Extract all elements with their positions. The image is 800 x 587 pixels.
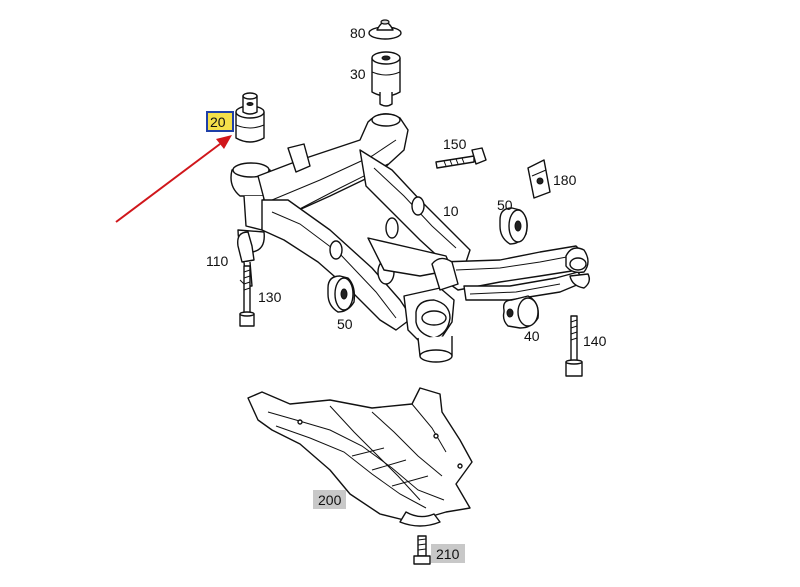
svg-text:50: 50 (337, 316, 353, 332)
svg-text:50: 50 (497, 197, 513, 213)
callout-50-center[interactable]: 50 (337, 316, 353, 332)
svg-text:80: 80 (350, 25, 366, 41)
part-210-screw[interactable] (413, 535, 431, 565)
callout-210[interactable]: 210 (431, 544, 465, 563)
part-180-clip[interactable] (527, 159, 551, 199)
part-10-subframe[interactable] (230, 113, 591, 363)
svg-text:40: 40 (524, 328, 540, 344)
part-50-bushing-center[interactable] (327, 275, 356, 313)
part-130-bolt[interactable] (239, 265, 255, 327)
svg-text:140: 140 (583, 333, 607, 349)
svg-text:110: 110 (206, 253, 229, 269)
callout-180[interactable]: 180 (553, 172, 577, 188)
callout-10[interactable]: 10 (443, 203, 459, 219)
part-50-bushing-right[interactable] (499, 207, 528, 245)
callout-130[interactable]: 130 (258, 289, 282, 305)
svg-text:180: 180 (553, 172, 577, 188)
svg-text:130: 130 (258, 289, 282, 305)
part-20-bushing[interactable] (235, 92, 265, 143)
callout-80[interactable]: 80 (350, 25, 366, 41)
callout-20-highlighted[interactable]: 20 (206, 111, 234, 132)
callout-30[interactable]: 30 (350, 66, 366, 82)
part-150-bolt[interactable] (435, 147, 487, 169)
svg-text:210: 210 (436, 546, 460, 562)
svg-text:10: 10 (443, 203, 459, 219)
part-80-washer[interactable] (368, 19, 402, 40)
callout-150[interactable]: 150 (443, 136, 467, 152)
pointer-arrow (115, 135, 232, 223)
callout-40[interactable]: 40 (524, 328, 540, 344)
part-140-bolt[interactable] (565, 315, 583, 377)
part-200-underbody-panel[interactable] (247, 387, 473, 527)
part-40-bushing[interactable] (502, 295, 539, 329)
svg-text:200: 200 (318, 492, 342, 508)
svg-text:30: 30 (350, 66, 366, 82)
callout-110[interactable]: 110 (206, 253, 229, 269)
callout-140[interactable]: 140 (583, 333, 607, 349)
svg-text:20: 20 (210, 114, 226, 130)
callout-50-right[interactable]: 50 (497, 197, 513, 213)
svg-text:150: 150 (443, 136, 467, 152)
part-30-bushing[interactable] (371, 51, 401, 107)
callout-200[interactable]: 200 (313, 490, 346, 509)
